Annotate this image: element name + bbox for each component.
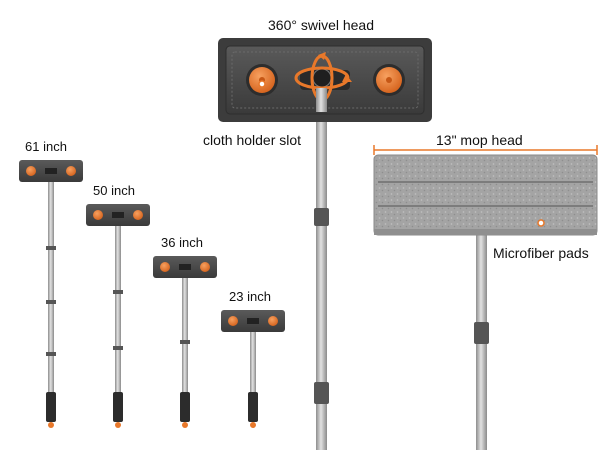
mop-23-inch (221, 310, 285, 428)
length-label-50: 50 inch (93, 183, 135, 198)
pad-mop (373, 145, 598, 450)
length-label-23: 23 inch (229, 289, 271, 304)
mop-50-inch (86, 204, 150, 428)
mop-36-inch (153, 256, 217, 428)
swivel-head-mop (218, 38, 432, 450)
cloth-holder-label: cloth holder slot (203, 132, 302, 148)
mop-61-inch (19, 160, 83, 428)
length-label-36: 36 inch (161, 235, 203, 250)
length-label-61: 61 inch (25, 139, 67, 154)
microfiber-label: Microfiber pads (493, 245, 589, 261)
swivel-head-label: 360° swivel head (268, 17, 374, 33)
mop-head-label: 13" mop head (436, 132, 523, 148)
